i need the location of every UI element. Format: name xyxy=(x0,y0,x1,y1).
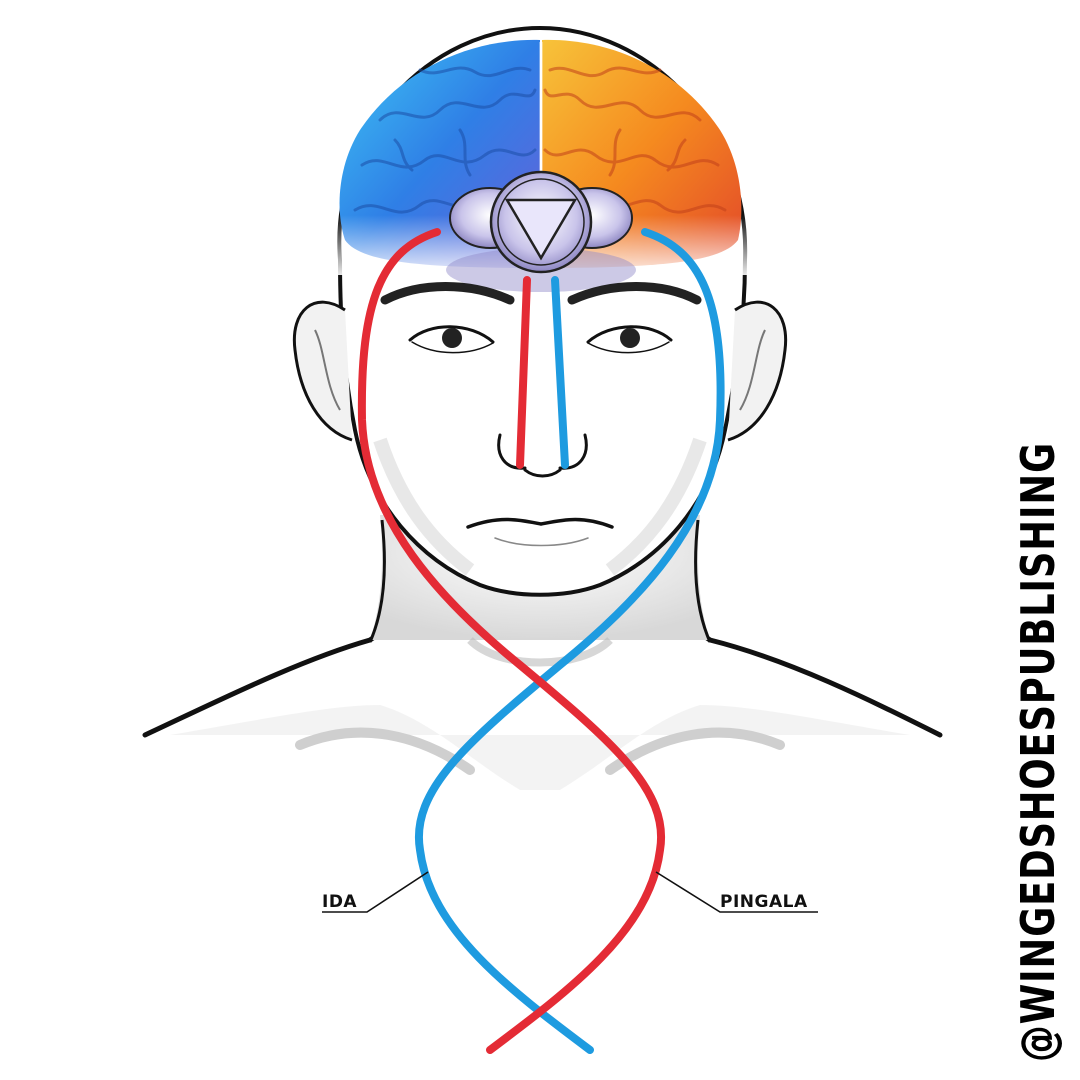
pingala-label: PINGALA xyxy=(720,892,808,912)
ida-label: IDA xyxy=(322,892,357,912)
pingala-channel xyxy=(357,228,666,1054)
left-eyebrow xyxy=(380,282,515,305)
watermark: @WINGEDSHOESPUBLISHING xyxy=(1011,442,1065,1062)
right-eye xyxy=(586,325,673,354)
pingala-label-group: PINGALA xyxy=(655,871,818,913)
face xyxy=(380,282,702,547)
ida-channel xyxy=(414,228,725,1054)
nadi-channels xyxy=(357,228,725,1054)
pingala-nose-line xyxy=(516,276,531,469)
ida-nose-line xyxy=(551,276,569,469)
mouth xyxy=(466,517,614,529)
right-eyebrow xyxy=(567,282,702,305)
brain xyxy=(335,35,750,275)
downward-triangle-icon xyxy=(504,198,578,261)
ida-label-group: IDA xyxy=(322,871,429,913)
left-eye xyxy=(408,325,495,354)
right-ear xyxy=(727,300,788,442)
left-ear xyxy=(292,300,353,442)
watermark-text: @WINGEDSHOESPUBLISHING xyxy=(1011,442,1065,1062)
third-eye-chakra-icon xyxy=(446,170,636,292)
